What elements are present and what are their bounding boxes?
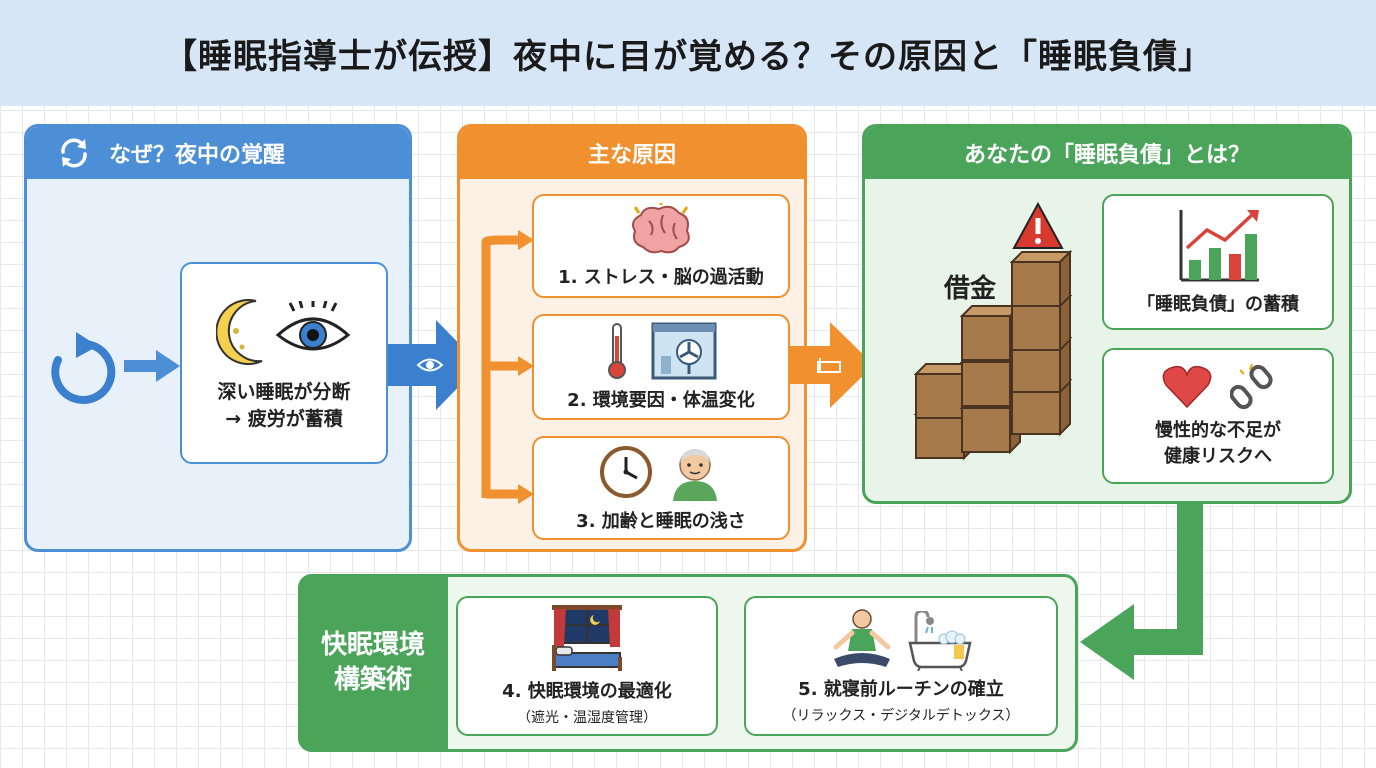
thermometer-icon (605, 322, 629, 380)
cause-card-environment: 2. 環境要因・体温変化 (532, 314, 790, 420)
warning-icon (1012, 202, 1064, 250)
debt-card1-label: 「睡眠負債」の蓄積 (1137, 294, 1299, 315)
cycle-icon (40, 330, 124, 414)
header-banner: 【睡眠指導士が伝授】夜中に目が覚める？その原因と「睡眠負債」 (0, 0, 1376, 106)
bedroom-icon (550, 605, 624, 673)
debt-card2-line2: 健康リスクへ (1164, 446, 1272, 467)
broken-chain-icon (1230, 364, 1274, 410)
solution-label-line2: 構築術 (333, 665, 412, 695)
cause-label-3: 3. 加齢と睡眠の浅さ (576, 511, 746, 532)
clock-icon (599, 445, 653, 499)
card-line2: → 疲労が蓄積 (225, 408, 343, 430)
panel-why-title: なぜ？夜中の覚醒 (109, 143, 286, 168)
panel-debt-title: あなたの「睡眠負債」とは？ (963, 143, 1250, 168)
meditation-icon (830, 607, 894, 671)
window-fan-icon (651, 322, 717, 380)
moon-icon (216, 295, 272, 367)
refresh-icon (57, 136, 91, 170)
solution-card-routine: 5. 就寝前ルーチンの確立 （リラックス・デジタルデトックス） (744, 596, 1058, 736)
debt-card2-line1: 慢性的な不足が (1155, 420, 1281, 441)
fragmented-sleep-card: 深い睡眠が分断 → 疲労が蓄積 (180, 262, 388, 464)
panel-debt-header: あなたの「睡眠負債」とは？ (865, 127, 1349, 179)
bathtub-icon (908, 611, 972, 671)
debt-accumulation-card: 「睡眠負債」の蓄積 (1102, 194, 1334, 330)
heart-icon (1162, 365, 1212, 409)
brain-icon (629, 203, 693, 257)
solution-card5-title: 5. 就寝前ルーチンの確立 (798, 679, 1004, 700)
solution-label: 快眠環境 構築術 (298, 574, 448, 752)
solution-card5-sub: （リラックス・デジタルデトックス） (782, 708, 1020, 724)
solution-card-environment: 4. 快眠環境の最適化 （遮光・温湿度管理） (456, 596, 718, 736)
health-risk-card: 慢性的な不足が 健康リスクへ (1102, 348, 1334, 484)
solution-card4-title: 4. 快眠環境の最適化 (502, 681, 672, 702)
arrow-causes-to-debt (790, 322, 874, 408)
solution-label-line1: 快眠環境 (320, 629, 425, 660)
panel-why-header: なぜ？夜中の覚醒 (27, 127, 409, 179)
arrow-debt-to-solution (1080, 502, 1212, 714)
page-title: 【睡眠指導士が伝授】夜中に目が覚める？その原因と「睡眠負債」 (163, 36, 1213, 77)
debt-label: 借金 (944, 274, 997, 304)
cause-card-aging: 3. 加齢と睡眠の浅さ (532, 436, 790, 540)
arrow-to-card (124, 350, 180, 382)
growth-chart-icon (1175, 208, 1261, 284)
card-line1: 深い睡眠が分断 (217, 381, 351, 403)
solution-card4-sub: （遮光・温湿度管理） (517, 710, 657, 726)
cause-label-2: 2. 環境要因・体温変化 (567, 390, 755, 411)
elderly-person-icon (667, 443, 723, 501)
cause-label-1: 1. ストレス・脳の過活動 (558, 267, 764, 288)
eye-icon (274, 301, 352, 361)
panel-causes-title: 主な原因 (587, 143, 676, 168)
cause-branch-connector (464, 230, 536, 510)
cause-card-stress: 1. ストレス・脳の過活動 (532, 194, 790, 298)
boxes-icon (912, 248, 1074, 468)
panel-causes-header: 主な原因 (460, 127, 804, 179)
